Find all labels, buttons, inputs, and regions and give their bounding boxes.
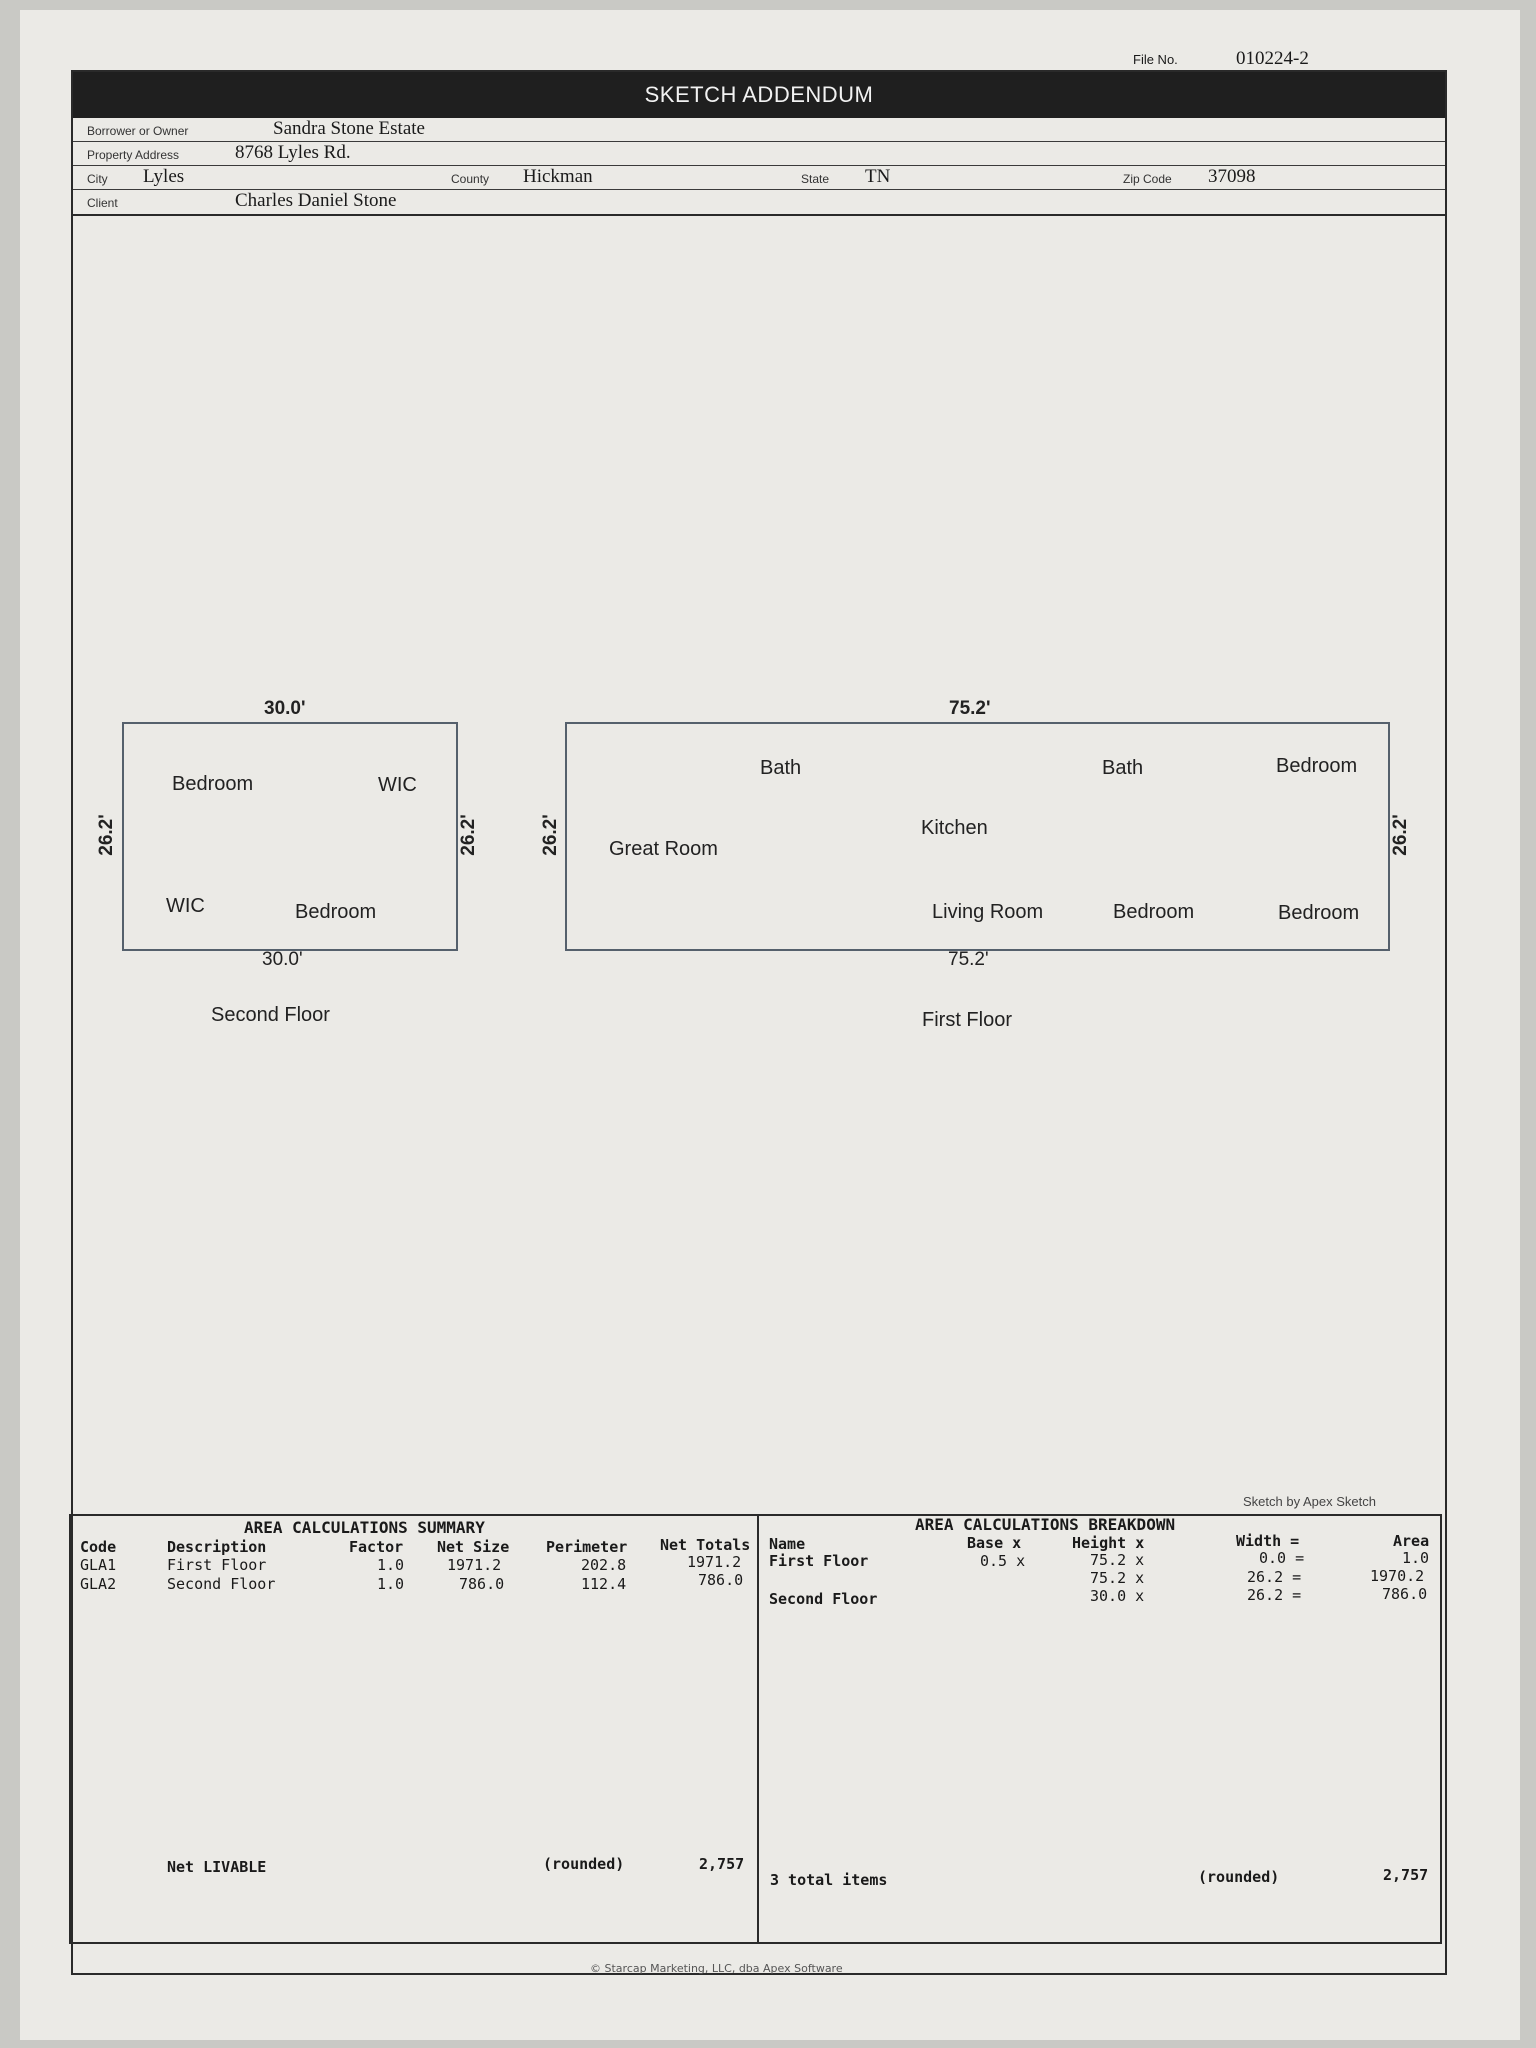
breakdown-cell: 75.2 x xyxy=(1090,1569,1145,1587)
first-floor-label: First Floor xyxy=(922,1009,1012,1031)
room-label: Bedroom xyxy=(295,901,377,923)
first-floor-left-dim: 26.2' xyxy=(539,814,561,856)
breakdown-cell: 26.2 = xyxy=(1247,1586,1302,1604)
net-livable-total: 2,757 xyxy=(699,1855,745,1873)
breakdown-cell: 30.0 x xyxy=(1090,1587,1145,1605)
room-label: Kitchen xyxy=(921,817,988,839)
second-floor-label: Second Floor xyxy=(211,1004,330,1026)
file-no-label: File No. xyxy=(1133,52,1178,67)
summary-cell: Second Floor xyxy=(167,1575,276,1593)
summary-header: Net Totals xyxy=(660,1536,751,1554)
breakdown-header: Width = xyxy=(1236,1532,1300,1550)
zip-label: Zip Code xyxy=(1123,172,1172,186)
breakdown-rounded-label: (rounded) xyxy=(1198,1868,1280,1886)
summary-header: Factor xyxy=(349,1538,404,1556)
copyright-footer: © Starcap Marketing, LLC, dba Apex Softw… xyxy=(590,1962,843,1975)
page-frame xyxy=(71,70,1447,1975)
address-label: Property Address xyxy=(87,148,180,162)
first-floor-bottom-dim: 75.2' xyxy=(948,949,989,970)
client-label: Client xyxy=(87,196,118,210)
breakdown-cell: 0.0 = xyxy=(1259,1549,1305,1567)
header-row-borrower: Borrower or Owner Sandra Stone Estate xyxy=(73,118,1445,142)
sketch-credit: Sketch by Apex Sketch xyxy=(1243,1494,1376,1509)
document-page xyxy=(20,10,1520,2040)
first-floor-outline xyxy=(565,722,1390,951)
summary-header: Perimeter xyxy=(546,1538,628,1556)
breakdown-cell: 75.2 x xyxy=(1090,1551,1145,1569)
net-livable-label: Net LIVABLE xyxy=(167,1858,267,1876)
breakdown-header: Area xyxy=(1393,1532,1430,1550)
second-floor-top-dim: 30.0' xyxy=(264,698,306,719)
room-label: Great Room xyxy=(609,838,718,860)
summary-cell: GLA1 xyxy=(80,1556,117,1574)
breakdown-title: AREA CALCULATIONS BREAKDOWN xyxy=(915,1515,1176,1534)
file-no-value: 010224-2 xyxy=(1236,48,1309,69)
summary-cell: 1971.2 xyxy=(687,1553,742,1571)
room-label: Bedroom xyxy=(1278,902,1360,924)
breakdown-cell: 26.2 = xyxy=(1247,1568,1302,1586)
header-row-city: City Lyles County Hickman State TN Zip C… xyxy=(73,166,1445,190)
second-floor-outline xyxy=(122,722,458,951)
borrower-label: Borrower or Owner xyxy=(87,124,189,138)
county-value: Hickman xyxy=(523,166,593,187)
summary-header: Description xyxy=(167,1538,267,1556)
summary-cell: 1971.2 xyxy=(447,1556,502,1574)
total-items-label: 3 total items xyxy=(770,1871,888,1889)
state-value: TN xyxy=(865,166,891,187)
summary-title: AREA CALCULATIONS SUMMARY xyxy=(244,1518,485,1537)
first-floor-right-dim: 26.2' xyxy=(1389,814,1411,856)
room-label: Bath xyxy=(760,757,802,779)
breakdown-header: Height x xyxy=(1072,1534,1145,1552)
room-label: WIC xyxy=(166,895,205,917)
second-floor-bottom-dim: 30.0' xyxy=(262,949,303,970)
borrower-value: Sandra Stone Estate xyxy=(273,118,425,139)
room-label: Bedroom xyxy=(1113,901,1195,923)
room-label: Living Room xyxy=(932,901,1044,923)
summary-rounded-label: (rounded) xyxy=(543,1855,625,1873)
header-row-address: Property Address 8768 Lyles Rd. xyxy=(73,142,1445,166)
breakdown-cell: 1970.2 xyxy=(1370,1567,1425,1585)
breakdown-cell: Second Floor xyxy=(769,1590,878,1608)
summary-header: Net Size xyxy=(437,1538,510,1556)
room-label: Bedroom xyxy=(1276,755,1358,777)
summary-cell: 1.0 xyxy=(377,1575,405,1593)
city-value: Lyles xyxy=(143,166,185,187)
summary-cell: 786.0 xyxy=(698,1571,744,1589)
summary-cell: GLA2 xyxy=(80,1575,117,1593)
breakdown-header: Name xyxy=(769,1535,806,1553)
zip-value: 37098 xyxy=(1208,166,1256,187)
breakdown-header: Base x xyxy=(967,1534,1022,1552)
summary-header: Code xyxy=(80,1538,117,1556)
second-floor-right-dim: 26.2' xyxy=(457,814,479,856)
summary-cell: 202.8 xyxy=(581,1556,627,1574)
state-label: State xyxy=(801,172,830,186)
county-label: County xyxy=(451,172,490,186)
address-value: 8768 Lyles Rd. xyxy=(235,142,351,163)
header-row-client: Client Charles Daniel Stone xyxy=(73,190,1445,216)
breakdown-cell: 786.0 xyxy=(1382,1585,1428,1603)
breakdown-cell: 1.0 xyxy=(1402,1549,1430,1567)
second-floor-left-dim: 26.2' xyxy=(95,814,117,856)
breakdown-total: 2,757 xyxy=(1383,1866,1429,1884)
first-floor-top-dim: 75.2' xyxy=(949,698,991,719)
client-value: Charles Daniel Stone xyxy=(235,190,397,211)
calculations-divider xyxy=(757,1514,759,1944)
summary-cell: First Floor xyxy=(167,1556,267,1574)
summary-cell: 1.0 xyxy=(377,1556,405,1574)
room-label: Bath xyxy=(1102,757,1144,779)
breakdown-cell: 0.5 x xyxy=(980,1552,1026,1570)
breakdown-cell: First Floor xyxy=(769,1552,869,1570)
city-label: City xyxy=(87,172,108,186)
room-label: Bedroom xyxy=(172,773,254,795)
summary-cell: 112.4 xyxy=(581,1575,627,1593)
calculations-frame xyxy=(69,1514,1442,1944)
summary-cell: 786.0 xyxy=(459,1575,505,1593)
page-title: SKETCH ADDENDUM xyxy=(73,72,1445,118)
room-label: WIC xyxy=(378,774,417,796)
